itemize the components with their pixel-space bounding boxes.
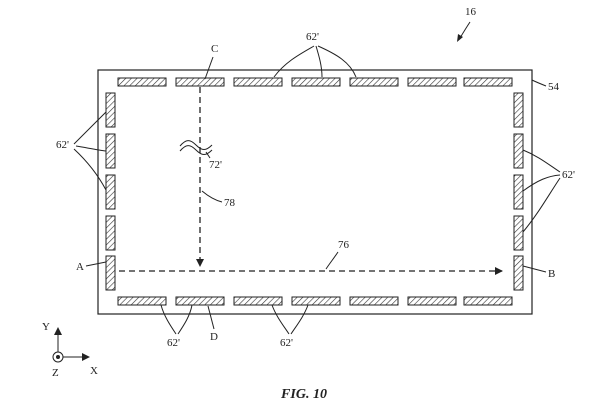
electrode: [513, 255, 524, 291]
electrode: [513, 92, 524, 128]
path-78-label: 78: [224, 197, 236, 209]
electrode-row-top: [117, 77, 513, 87]
figure-caption: FIG. 10: [280, 387, 327, 402]
figure-number-arrowhead: [457, 34, 463, 42]
electrode-leader: [177, 304, 193, 335]
panel-leader: [531, 79, 547, 87]
electrode-label-left: 62': [56, 139, 69, 151]
electrode: [291, 77, 341, 87]
electrode: [105, 255, 116, 291]
electrode-leader: [522, 174, 561, 192]
point-d-label: D: [210, 331, 218, 343]
electrode-label-bottom-left: 62': [167, 337, 180, 349]
electrode-leader: [160, 304, 177, 335]
wave-72: [179, 140, 213, 150]
path-78-leader: [201, 190, 223, 203]
point-d-leader: [207, 305, 215, 330]
electrode: [105, 92, 116, 128]
y-axis-label: Y: [42, 321, 50, 333]
z-axis-label: Z: [52, 367, 59, 379]
electrode-row-bottom: [117, 296, 513, 306]
electrode: [407, 77, 457, 87]
electrode-leader: [273, 45, 315, 78]
wave-72-label: 72': [209, 159, 222, 171]
electrode: [175, 77, 225, 87]
panel-54: [97, 69, 533, 315]
electrode: [117, 77, 167, 87]
figure-number: 16: [465, 6, 477, 18]
electrode-label-top: 62': [306, 31, 319, 43]
electrode-leader: [522, 149, 561, 173]
electrode: [233, 77, 283, 87]
point-a-label: A: [76, 261, 84, 273]
electrode: [513, 133, 524, 169]
wave-72-leader: [205, 151, 211, 159]
electrode: [349, 77, 399, 87]
point-b-label: B: [548, 268, 555, 280]
x-axis-label: X: [90, 365, 98, 377]
electrode-column-right: [513, 92, 524, 291]
electrode: [105, 133, 116, 169]
electrode-label-bottom-right: 62': [280, 337, 293, 349]
electrode: [105, 174, 116, 210]
electrode: [513, 215, 524, 251]
electrode: [233, 296, 283, 306]
electrode-leader: [315, 45, 323, 78]
electrode-leader: [317, 45, 357, 78]
point-b-leader: [522, 265, 547, 273]
electrode-leader: [73, 111, 107, 145]
electrode-column-left: [105, 92, 116, 291]
z-axis-dot: [56, 355, 60, 359]
electrode: [463, 296, 513, 306]
electrode: [105, 215, 116, 251]
electrode-leader: [290, 304, 309, 335]
electrode-leader: [522, 177, 561, 233]
panel-label: 54: [548, 81, 560, 93]
electrode: [513, 174, 524, 210]
electrode-leader: [75, 145, 107, 152]
electrode: [175, 296, 225, 306]
electrode-label-right: 62': [562, 169, 575, 181]
point-c-label: C: [211, 43, 218, 55]
electrode-leader: [73, 148, 107, 191]
path-76-leader: [325, 251, 339, 270]
electrode: [463, 77, 513, 87]
point-c-leader: [204, 56, 214, 80]
coordinate-axes: Y X Z: [42, 321, 98, 379]
path-76-label: 76: [338, 239, 350, 251]
electrode: [291, 296, 341, 306]
point-a-leader: [85, 261, 107, 267]
figure-number-arrow: [459, 21, 471, 39]
electrode: [407, 296, 457, 306]
electrode-leader: [271, 304, 290, 335]
electrode: [117, 296, 167, 306]
electrode: [349, 296, 399, 306]
